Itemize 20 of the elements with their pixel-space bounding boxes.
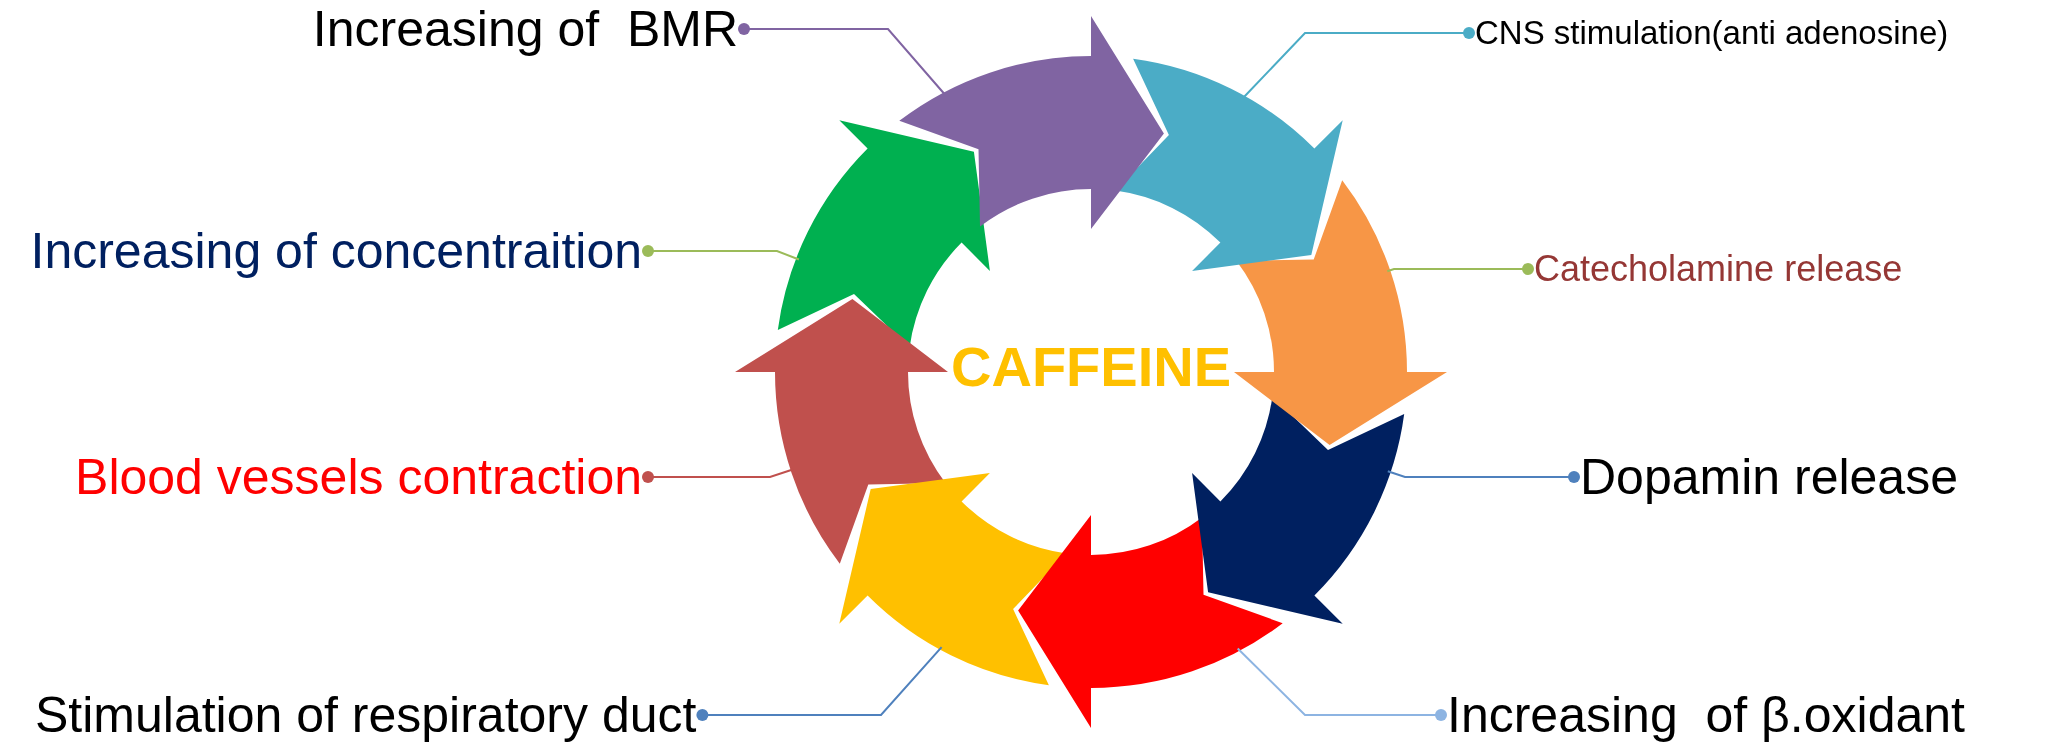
- effect-label: Increasing of β.oxidant: [1447, 687, 1965, 743]
- arrow-segment: [899, 16, 1164, 229]
- leader-line: [738, 23, 947, 96]
- arrow-segment: [735, 299, 948, 564]
- arrow-segment: [1018, 515, 1283, 728]
- effect-label: Increasing of BMR: [312, 1, 738, 57]
- center-title: CAFFEINE: [951, 336, 1231, 398]
- effect-label: Catecholamine release: [1534, 249, 1903, 289]
- effect-label: Increasing of concentraition: [30, 223, 642, 279]
- effect-label: CNS stimulation(anti adenosine): [1475, 14, 1949, 52]
- effect-label: Blood vessels contraction: [75, 449, 642, 505]
- leader-line: [696, 646, 943, 721]
- leader-line: [1241, 27, 1475, 100]
- effect-label: Dopamin release: [1580, 449, 1958, 505]
- leader-line: [1386, 470, 1580, 483]
- arrow-segment: [1234, 180, 1447, 445]
- leader-line: [642, 245, 800, 261]
- effect-label: Stimulation of respiratory duct: [35, 687, 697, 743]
- leader-line: [1236, 647, 1447, 721]
- leader-line: [1386, 263, 1534, 275]
